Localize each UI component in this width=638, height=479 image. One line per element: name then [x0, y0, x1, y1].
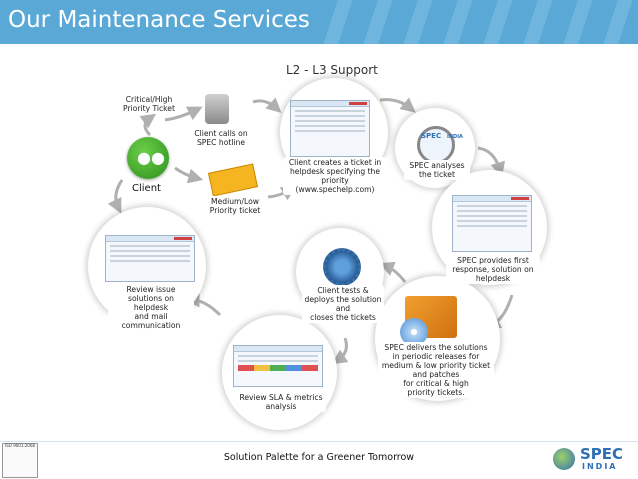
cd-icon: [400, 318, 428, 346]
arrow-client-to-critical: [139, 113, 157, 137]
label-medium: Medium/Low Priority ticket: [203, 196, 267, 216]
footer-tagline: Solution Palette for a Greener Tomorrow: [223, 452, 415, 463]
label-sla: Review SLA & metrics analysis: [236, 392, 326, 412]
footer: [0, 441, 638, 479]
label-tests: Client tests & deploys the solution and …: [302, 285, 384, 323]
spec-badge-sub: INDIA: [447, 134, 463, 140]
helpdesk-screenshot-response: [452, 195, 532, 252]
label-calls: Client calls on SPEC hotline: [188, 128, 254, 148]
label-analyses: SPEC analyses the ticket: [404, 160, 470, 180]
client-group-icon: ●●: [137, 148, 165, 167]
label-delivers: SPEC delivers the solutions in periodic …: [378, 342, 494, 398]
arrow-creates-to-analyses: [379, 97, 416, 113]
label-review: Review issue solutions on helpdesk and m…: [108, 284, 194, 331]
label-response: SPEC provides first response, solution o…: [446, 255, 540, 284]
arrow-client-to-medium: [174, 166, 204, 184]
spec-logo-icon: [553, 448, 575, 470]
sla-metrics-screenshot: [233, 345, 323, 387]
iso-label: ISO 9001:2008: [5, 443, 35, 448]
arrow-delivers-to-tests: [379, 261, 407, 283]
helpdesk-screenshot-review: [105, 235, 195, 282]
footer-logo-sub: INDIA: [582, 462, 618, 471]
arrow-client-to-review: [107, 179, 124, 214]
gear-icon: [323, 248, 361, 286]
footer-logo: SPEC: [580, 445, 624, 463]
arrow-calls-to-creates: [252, 97, 282, 114]
telephone-icon: [205, 94, 229, 124]
label-critical: Critical/High Priority Ticket: [116, 94, 182, 114]
header-banner: [0, 0, 638, 44]
arrow-analyses-to-response: [477, 146, 506, 178]
page-title: Our Maintenance Services: [8, 7, 310, 33]
label-creates: Client creates a ticket in helpdesk spec…: [283, 157, 387, 195]
arrow-critical-to-calls: [164, 106, 203, 122]
client-label: Client: [132, 183, 161, 194]
client-circle: [127, 137, 169, 179]
diagram-subtitle: L2 - L3 Support: [286, 63, 378, 77]
arrow-tests-to-sla: [331, 337, 349, 365]
helpdesk-screenshot-creates: [290, 100, 370, 157]
spec-badge: SPEC: [421, 132, 442, 140]
arrow-sla-to-review: [184, 292, 222, 317]
